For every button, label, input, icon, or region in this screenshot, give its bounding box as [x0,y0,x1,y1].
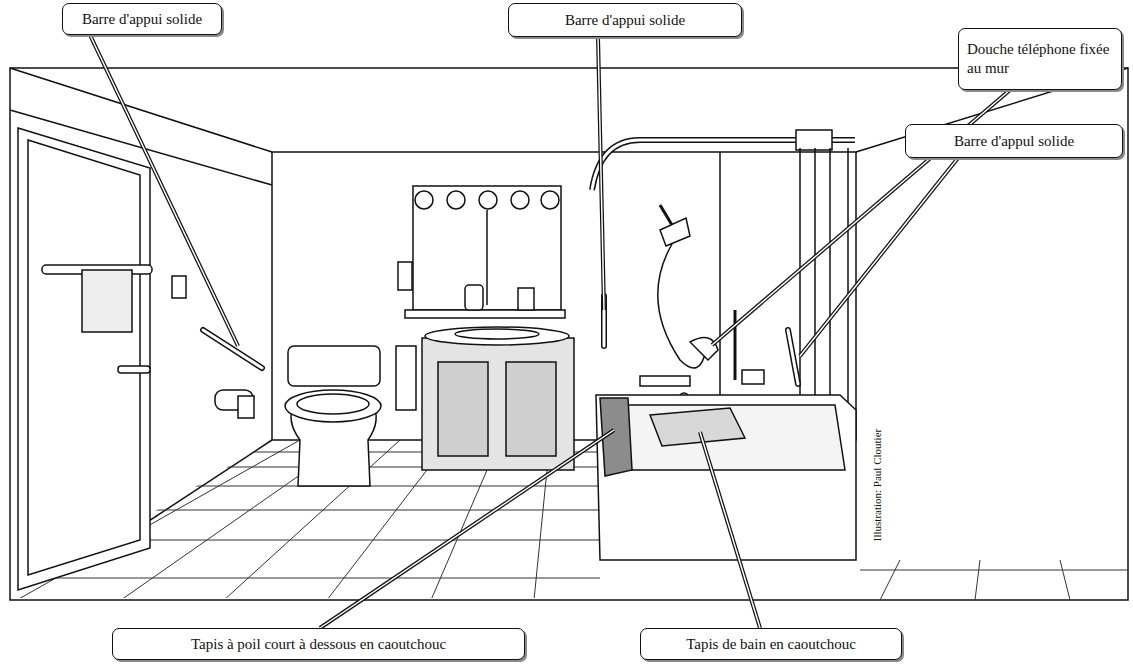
tile-line [860,570,1128,571]
light-bulb [511,191,529,209]
callout-text: Tapis de bain en caoutchouc [686,635,856,654]
toilet [285,346,381,486]
leader-line [800,158,958,356]
leader-line [90,35,238,346]
callout-box: Tapis à poil court à dessous en caoutcho… [112,628,525,660]
callout-text: Barre d'appui solide [565,11,685,30]
tile-line [1060,560,1070,600]
outlet [398,262,412,290]
callout-box: Barre d'appui solide [62,3,222,35]
slide-bar [734,310,737,380]
shower-area [592,130,856,560]
tile-line [880,560,900,600]
callout-box: Barre d'appui solide [508,3,742,37]
shower-arm [660,205,672,225]
hand-towel [396,346,416,410]
light-bulb [415,191,433,209]
light-bulb [541,191,559,209]
mirror-split [486,210,488,305]
light-switch [172,276,186,298]
soap-dish [742,370,764,384]
toilet-seat [285,390,381,422]
cup [518,288,534,310]
toilet-tank [288,346,380,386]
tub-inside [610,405,845,470]
curtain-rings [796,130,832,150]
sink-basin [455,329,539,339]
rubber-bath-mat [650,408,745,446]
leader-line [90,35,238,346]
mirror [413,186,561,310]
paper-roll [238,396,254,418]
tile-line [975,560,980,600]
tub-faucet [640,376,690,386]
alcove-wall [719,152,721,400]
door-panel [28,140,140,575]
tile-line [0,578,620,579]
left-grab-bar-group [203,330,262,418]
tub-floor-tiles [860,560,1128,600]
callout-box: Douche téléphone fixée au mur [958,28,1122,90]
door [18,128,186,590]
toilet-bowl [297,394,369,414]
callout-text: Douche téléphone fixée au mur [967,40,1113,78]
shelf [405,310,565,318]
towel [82,270,132,332]
grab-bar-highlight [788,330,798,384]
callout-text: Barre d'appul solide [954,132,1074,151]
leader-line [320,430,614,628]
cabinet-door [438,362,488,456]
illustrator-credit: Illustration: Paul Cloutier [871,429,883,541]
callout-box: Tapis de bain en caoutchouc [640,628,902,660]
leader-line [800,158,958,356]
light-bulb [479,191,497,209]
vanity [396,186,574,470]
leader-line [700,432,760,628]
room-frame [10,68,1128,600]
sink-top [425,327,569,345]
soap-bottle [465,285,483,310]
leader-line [598,37,604,310]
leader-lines [90,35,1010,628]
shower-head [660,218,690,246]
vanity-cabinet [422,338,574,470]
cabinet-door [506,362,556,456]
light-bulb [447,191,465,209]
door-handle [118,366,150,373]
door-frame [18,128,150,590]
leader-line [700,432,760,628]
bathtub [596,395,856,560]
leader-line [598,37,604,310]
callout-box: Barre d'appul solide [905,124,1123,158]
leader-line [320,430,614,628]
callout-text: Tapis à poil court à dessous en caoutcho… [191,635,446,654]
room-outline [10,68,1128,600]
callout-text: Barre d'appui solide [82,10,202,29]
grab-bar [788,330,798,384]
